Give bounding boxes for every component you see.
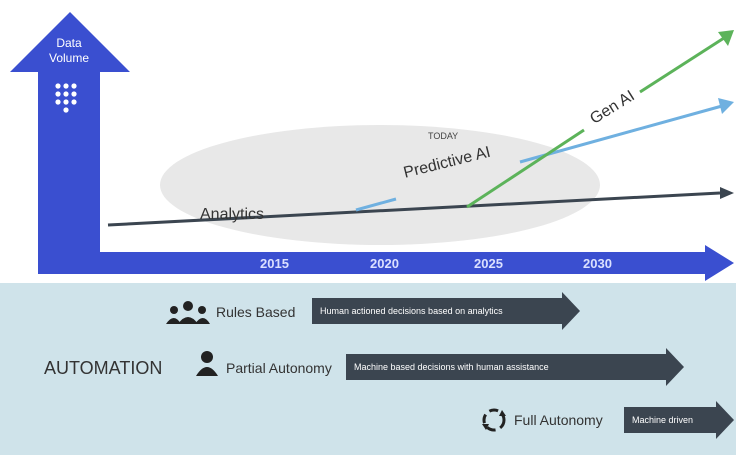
rules-based-bar: Human actioned decisions based on analyt… [312,292,580,330]
data-volume-label: Data Volume [38,36,100,66]
gen-ai-line-lower [466,128,585,209]
predictive-ai-arrowhead [718,98,734,114]
keypad-icon [55,83,77,113]
partial-autonomy-bar: Machine based decisions with human assis… [346,348,684,386]
today-label: TODAY [428,131,459,141]
time-axis-arrow [38,245,734,281]
analytics-line [107,191,721,227]
data-volume-label-line2: Volume [48,51,90,65]
full-autonomy-bar: Machine driven [624,401,734,439]
gen-ai-line-upper [639,36,725,94]
year-2015: 2015 [260,256,289,271]
today-ellipse [160,125,600,245]
partial-autonomy-label: Partial Autonomy [226,360,332,376]
analytics-label: Analytics [200,206,265,223]
predictive-ai-line-start [355,197,397,212]
year-2020: 2020 [370,256,399,271]
rules-based-label: Rules Based [216,304,296,320]
group-icon [166,301,210,324]
data-volume-axis-arrow [10,12,130,270]
cycle-icon [482,408,506,432]
analytics-arrowhead [720,187,734,199]
predictive-ai-line [519,104,723,164]
year-2025: 2025 [474,256,503,271]
data-volume-label-line1: Data [56,36,82,50]
automation-title: AUTOMATION [44,358,163,378]
person-icon [196,351,218,376]
gen-ai-arrowhead [718,30,734,46]
year-2030: 2030 [583,256,612,271]
full-autonomy-label: Full Autonomy [514,412,603,428]
